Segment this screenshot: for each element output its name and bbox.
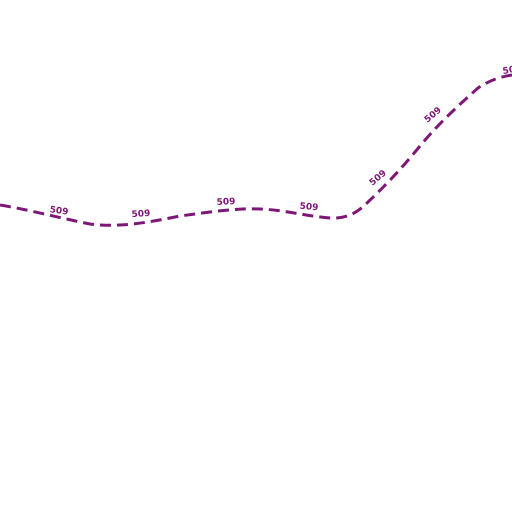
route-shield-label: 509	[131, 209, 150, 220]
route-shield-label: 509	[299, 202, 319, 214]
route-line-509[interactable]	[0, 73, 512, 227]
route-shield-label: 509	[49, 205, 69, 218]
route-shield-label: 509	[216, 197, 235, 208]
route-shield-label: 509	[502, 64, 512, 77]
